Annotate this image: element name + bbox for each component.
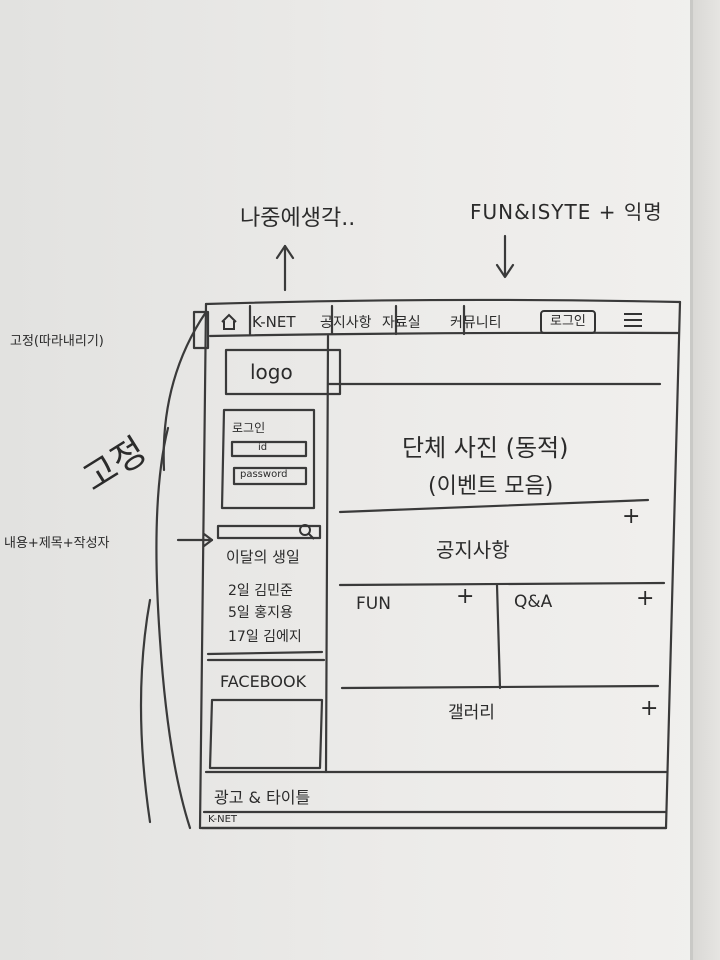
frame-right [664, 300, 682, 830]
nav-site-name[interactable]: K-NET [252, 313, 296, 331]
login-button[interactable]: 로그인 [540, 310, 596, 334]
arrow-later-head [275, 244, 295, 260]
sidebar-divider [324, 334, 330, 774]
gallery-title: 갤러리 [448, 703, 495, 723]
search-icon[interactable] [298, 523, 316, 545]
hero-bottom-line [338, 498, 650, 514]
login-box [220, 408, 316, 510]
birthday-item: 2일 김민준 [228, 583, 293, 599]
hero-plus-button[interactable]: + [622, 504, 641, 529]
arrow-fun-head [495, 263, 515, 279]
nav-item-archive[interactable]: 자료실 [382, 315, 421, 331]
hamburger-icon[interactable] [622, 311, 644, 333]
logo-text[interactable]: logo [250, 360, 293, 384]
fun-qa-divider [495, 583, 502, 690]
sidebar-fb-box [208, 698, 324, 770]
search-arrow-head [202, 532, 214, 548]
notice-bottom-line [338, 581, 666, 587]
gallery-plus-button[interactable]: + [640, 696, 659, 721]
fun-plus-button[interactable]: + [456, 584, 475, 609]
hero-title: 단체 사진 (동적) [402, 434, 569, 462]
password-field [232, 466, 308, 486]
annotation-fun-site: FUN&ISYTE + 익명 [470, 200, 663, 224]
annotation-search-scope: 내용+제목+작성자 [4, 536, 110, 551]
navbar: K-NET 공지사항 자료실 커뮤니티 로그인 [218, 310, 678, 334]
frame-top [204, 298, 682, 306]
whiteboard-edge [690, 0, 693, 960]
nav-item-notice[interactable]: 공지사항 [320, 315, 372, 331]
fixed-curve [155, 426, 192, 830]
hero-subtitle: (이벤트 모음) [428, 474, 554, 499]
birthday-title: 이달의 생일 [226, 548, 300, 566]
password-label[interactable]: password [240, 469, 288, 480]
nav-item-community[interactable]: 커뮤니티 [450, 315, 502, 331]
id-label[interactable]: id [258, 442, 268, 453]
fun-title: FUN [356, 594, 391, 614]
frame-left [198, 302, 208, 830]
qa-title: Q&A [514, 592, 553, 612]
search-field [216, 524, 322, 540]
notice-title: 공지사항 [436, 538, 510, 562]
annotation-later: 나중에생각.. [240, 206, 356, 231]
wall-shadow [693, 0, 720, 960]
fixed-bracket [192, 310, 210, 350]
birthday-item: 17일 김에지 [228, 629, 302, 645]
id-field [230, 440, 308, 458]
logo-box [224, 348, 342, 396]
gallery-top-line [340, 684, 660, 690]
footer-brand: K-NET [208, 814, 238, 825]
fixed-curve-inner [162, 310, 208, 472]
birthday-underline [206, 650, 324, 656]
annotation-fixed: 고정(따라내리기) [10, 334, 104, 349]
login-box-title: 로그인 [232, 421, 266, 435]
fixed-curve-low [139, 598, 152, 824]
birthday-item: 5일 홍지용 [228, 605, 293, 621]
qa-plus-button[interactable]: + [636, 586, 655, 611]
footer-ad-title: 광고 & 타이틀 [214, 788, 311, 807]
home-icon[interactable] [218, 313, 240, 331]
nav-bottom-line [208, 331, 680, 338]
facebook-label: FACEBOOK [220, 672, 307, 691]
